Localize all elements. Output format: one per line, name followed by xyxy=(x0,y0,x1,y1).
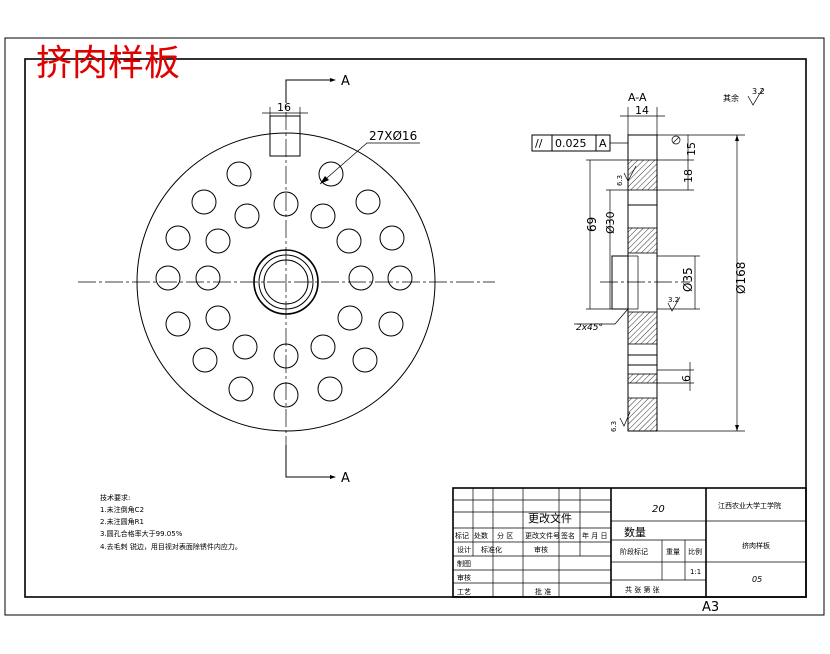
tb-date: 年 月 日 xyxy=(582,531,607,540)
tb-num-value: 20 xyxy=(652,504,665,515)
tb-verify: 审核 xyxy=(457,573,471,582)
roughness-rest: 其余 3.2 xyxy=(723,87,765,106)
tech-heading: 技术要求: xyxy=(100,493,130,502)
tb-drawing-no: 05 xyxy=(752,575,762,584)
tb-school: 江西农业大学工学院 xyxy=(718,501,781,510)
paper-size: A3 xyxy=(702,600,719,615)
hub-bore xyxy=(263,259,309,305)
outer-border xyxy=(4,37,825,616)
dim-168: Ø168 xyxy=(734,262,748,294)
tb-count: 处数 xyxy=(474,531,488,540)
tech-item-3: 3.圆孔合格率大于99.05% xyxy=(100,529,183,538)
roughness-rest-label: 其余 xyxy=(723,93,739,103)
holes-leader xyxy=(319,142,420,185)
hatch-5 xyxy=(627,397,658,432)
roughness-a: 6.3 xyxy=(616,175,624,186)
hatch-3 xyxy=(627,311,658,345)
roughness-c: 6.3 xyxy=(610,421,618,432)
hatch-1 xyxy=(627,159,658,191)
dim-6: 6 xyxy=(680,375,693,382)
drawing-title: 挤肉样板 xyxy=(36,43,180,84)
tb-std: 标准化 xyxy=(481,545,502,554)
bore-step xyxy=(611,255,629,310)
hub-outer xyxy=(253,249,319,315)
dim-15: 15 xyxy=(685,142,698,156)
holes-dim: 27XØ16 xyxy=(369,129,417,143)
tolerance-value: 0.025 xyxy=(555,137,587,150)
section-marker-top xyxy=(285,79,330,103)
hatch-4 xyxy=(627,373,658,384)
chamfer-note: 2x45° xyxy=(576,323,603,333)
inner-frame xyxy=(24,58,807,598)
hub-inner xyxy=(258,254,314,310)
title-block: 更改文件 标记 处数 分 区 更改文件号 签名 年 月 日 设计 标准化 审核 … xyxy=(452,487,807,598)
tb-scale-value: 1:1 xyxy=(690,568,701,576)
tb-stage-mark: 阶段标记 xyxy=(620,547,648,556)
tb-check: 审核 xyxy=(534,545,548,554)
dim-35: Ø35 xyxy=(681,267,695,292)
section-view-label: A-A xyxy=(628,91,647,104)
roughness-rest-value: 3.2 xyxy=(752,87,765,96)
dim-width: 14 xyxy=(635,104,649,117)
tb-approve: 批 准 xyxy=(535,587,551,596)
tb-process: 工艺 xyxy=(457,588,471,596)
hole-pattern xyxy=(155,161,413,408)
tb-quantity: 数量 xyxy=(624,526,646,539)
dim-18: 18 xyxy=(682,169,695,183)
hatch-2 xyxy=(627,227,658,254)
slot-dim: 16 xyxy=(277,101,291,114)
dim-30: Ø30 xyxy=(604,211,617,234)
key-slot xyxy=(269,115,301,157)
tolerance-symbol: // xyxy=(535,137,543,150)
tb-mark: 标记 xyxy=(455,531,469,540)
tb-weight: 重量 xyxy=(666,548,680,556)
tech-item-2: 2.未注圆角R1 xyxy=(100,517,144,526)
tb-sheets: 共 张 第 张 xyxy=(625,585,660,594)
tb-change-file: 更改文件 xyxy=(528,511,572,525)
section-marker-bottom xyxy=(285,445,330,478)
tb-design: 设计 xyxy=(457,545,471,554)
section-label-bottom: A xyxy=(341,471,350,486)
tolerance-datum: A xyxy=(599,137,607,150)
tb-zone: 分 区 xyxy=(497,531,513,540)
plate-outer-circle xyxy=(136,132,436,432)
roughness-b: 3.2 xyxy=(668,296,679,304)
main-view: A A 16 xyxy=(78,74,495,486)
tb-file-no: 更改文件号 xyxy=(525,531,560,540)
tb-sign: 签名 xyxy=(561,531,575,540)
section-view: A-A 14 // 0.025 A xyxy=(531,87,765,432)
tech-item-1: 1.未注倒角C2 xyxy=(100,505,144,514)
tb-scale: 比例 xyxy=(688,547,702,556)
tech-item-4: 4.去毛刺 锐边，用目视对表面除锈件内应力。 xyxy=(100,542,242,551)
section-label-top: A xyxy=(341,74,350,89)
tech-requirements: 技术要求: 1.未注倒角C2 2.未注圆角R1 3.圆孔合格率大于99.05% … xyxy=(100,493,242,551)
tb-drawn: 制图 xyxy=(457,559,471,568)
tb-part-name: 挤肉样板 xyxy=(742,541,770,550)
dim-69: 69 xyxy=(585,217,599,232)
